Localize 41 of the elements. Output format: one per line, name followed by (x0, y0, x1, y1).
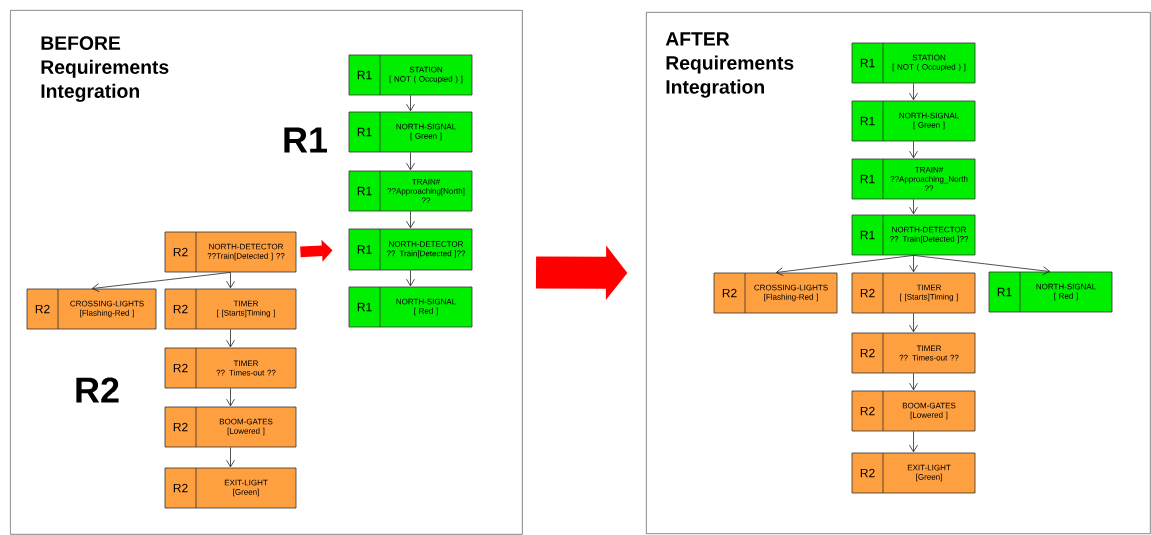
state-box: R1 STATION [ NOT ( Occupied ) ] (348, 54, 473, 96)
state-box: R2 CROSSING-LIGHTS [Flashing-Red ] (713, 272, 838, 314)
arrow (226, 388, 235, 407)
state-box: R2 EXIT-LIGHT [Green] (164, 467, 297, 509)
group-label: R2 (76, 377, 119, 403)
arrow (909, 141, 918, 159)
state-box: R1 NORTH-DETECTOR ?? Train[Detected ]?? (348, 228, 473, 271)
state-box: R2 TIMER ?? Times-out ?? (164, 347, 297, 389)
state-box: R2 NORTH-DETECTOR ??Train[Detected ] ?? (164, 231, 297, 273)
state-box: R2 BOOM-GATES [Lowered ] (851, 390, 976, 432)
arrow (406, 211, 415, 229)
arrow (913, 255, 1051, 276)
state-box: R1 NORTH-SIGNAL [ Red ] (988, 271, 1113, 313)
arrow (406, 152, 415, 171)
state-box: R1 NORTH-SIGNAL [ Green ] (851, 100, 976, 142)
state-box: R2 TIMER [ [Starts]Timing ] (164, 288, 297, 330)
arrow (226, 447, 235, 468)
state-box: R2 BOOM-GATES [Lowered ] (164, 406, 297, 448)
state-box: R2 EXIT-LIGHT [Green] (851, 452, 976, 494)
state-box: R1 STATION [ NOT ( Occupied ) ] (851, 42, 976, 84)
arrow (909, 373, 918, 391)
group-label: R1 (284, 127, 327, 153)
arrow (909, 255, 918, 273)
arrow (909, 199, 918, 215)
arrow (226, 329, 235, 348)
arrow (406, 95, 415, 112)
arrow (226, 272, 235, 289)
state-box: R1 TRAIN# ??Approaching[North] ?? (348, 170, 473, 212)
arrow (775, 255, 914, 277)
arrow (909, 313, 918, 333)
arrow (909, 431, 918, 453)
state-box: R1 NORTH-SIGNAL [ Red ] (348, 286, 473, 328)
arrow (909, 83, 918, 101)
state-box: R2 TIMER [ [Starts]Timing ] (851, 272, 976, 314)
state-box: R2 TIMER ?? Times-out ?? (851, 332, 976, 374)
state-box: R1 NORTH-DETECTOR ?? Train[Detected ]?? (851, 214, 976, 256)
state-box: R1 NORTH-SIGNAL [ Green ] (348, 111, 473, 153)
state-box: R1 TRAIN# ??Approaching_North ?? (851, 158, 976, 200)
state-box: R2 CROSSING-LIGHTS [Flashing-Red ] (26, 288, 157, 330)
arrow (406, 270, 415, 287)
arrow (91, 272, 231, 293)
